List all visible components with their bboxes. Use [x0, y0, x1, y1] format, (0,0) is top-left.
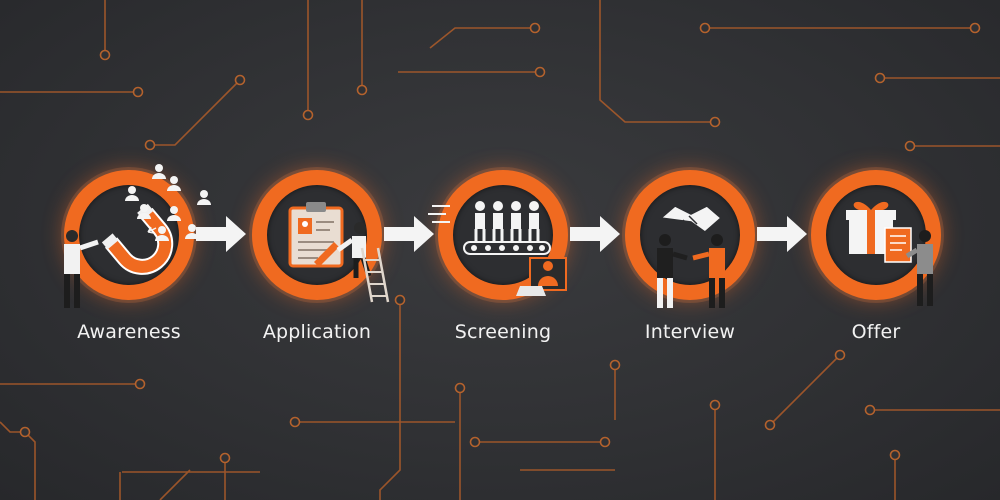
- conveyor-belt-people-icon: [428, 201, 567, 296]
- stage-offer-node: [811, 170, 941, 306]
- stage-label-screening: Screening: [454, 321, 552, 343]
- flow-arrow: [757, 216, 807, 252]
- gift-box-icon: [846, 201, 933, 306]
- flow-arrow: [384, 216, 434, 252]
- flow-arrow: [196, 216, 246, 252]
- stage-label-awareness: Awareness: [77, 321, 181, 343]
- stage-label-offer: Offer: [851, 321, 901, 343]
- flow-arrow: [570, 216, 620, 252]
- stage-interview-node: [625, 170, 755, 308]
- stage-label-interview: Interview: [644, 321, 736, 343]
- stage-label-application: Application: [262, 321, 372, 343]
- stage-application-node: [252, 170, 390, 303]
- clipboard-resume-icon: [288, 202, 390, 303]
- handshake-icon: [657, 205, 725, 308]
- stage-screening-node: [428, 170, 568, 300]
- stage-awareness-node: [64, 164, 211, 308]
- magnet-icon: [64, 164, 211, 308]
